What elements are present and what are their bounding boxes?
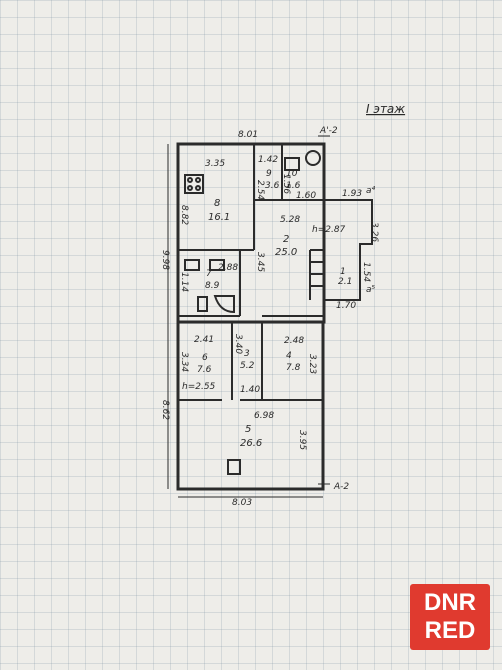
- room-10-dim-b: 1.60: [296, 191, 316, 201]
- room-2-dim-a: 5.28: [280, 215, 300, 225]
- room-9-number: 9: [266, 169, 272, 179]
- room-9-dim-a: 1.42: [258, 155, 278, 165]
- dim-porch-top: 1.93: [342, 189, 362, 199]
- interior-walls: [178, 144, 324, 475]
- room-4-dim-a: 2.48: [284, 336, 304, 346]
- room-4-area: 7.8: [286, 363, 301, 373]
- dim-left-lower: 8.62: [160, 400, 170, 420]
- room-4-number: 4: [286, 351, 292, 361]
- room-6-number: 6: [202, 353, 208, 363]
- dim-porch-side: 3.26: [369, 222, 379, 242]
- room-8-number: 8: [214, 198, 220, 209]
- room-9-dim-b: 2.54: [255, 180, 265, 200]
- room-1-number: 1: [340, 267, 346, 277]
- room-2-height: h=2.87: [312, 225, 346, 235]
- room-8-dim-a: 3.35: [205, 159, 225, 169]
- room-2-dim-b: 3.45: [255, 252, 265, 272]
- room-7-dim-a: 2.88: [218, 263, 238, 273]
- room-1-dim-b: 1.70: [336, 301, 356, 311]
- room-3-dim-b: 3.40: [233, 334, 243, 354]
- dim-top-width: 8.01: [238, 130, 258, 140]
- room-5-area: 26.6: [240, 438, 262, 449]
- room-5-number: 5: [245, 424, 251, 435]
- room-3-number: 3: [244, 349, 250, 359]
- mark-a4: a⁴: [366, 186, 376, 196]
- room-6-height: h=2.55: [182, 382, 216, 392]
- section-mark-top: A'-2: [319, 126, 338, 136]
- dim-bottom-width: 8.03: [232, 498, 252, 508]
- dim-left-upper: 9.98: [160, 250, 170, 270]
- room-10-number: 10: [286, 169, 298, 179]
- floor-title: I этаж: [366, 102, 405, 116]
- outer-walls: [176, 142, 373, 491]
- section-mark-bottom: A-2: [333, 482, 349, 492]
- watermark-line2: RED: [424, 617, 476, 644]
- room-1-area: 2.1: [338, 277, 352, 287]
- room-6-area: 7.6: [197, 365, 212, 375]
- room-5-dim-a: 6.98: [254, 411, 274, 421]
- room-9-area: 3.6: [265, 181, 280, 191]
- room-6-dim-a: 2.41: [194, 335, 214, 345]
- room-2-area: 25.0: [275, 247, 297, 258]
- mark-a5: a⁵: [366, 285, 376, 295]
- room-7-area: 8.9: [205, 281, 220, 291]
- room-3-area: 5.2: [240, 361, 255, 371]
- room-1-dim-a: 1.54: [361, 262, 371, 282]
- room-7-number: 7: [206, 269, 212, 279]
- room-10-dim-a: 1.56: [281, 174, 291, 194]
- room-4-dim-b: 3.23: [307, 354, 317, 374]
- watermark-logo: DNR RED: [410, 584, 490, 650]
- room-6-dim-b: 3.34: [179, 352, 189, 372]
- room-2-number: 2: [283, 234, 289, 245]
- section-lines: [167, 135, 330, 498]
- watermark-line1: DNR: [424, 589, 476, 616]
- room-8-dim-b: 8.82: [179, 205, 189, 225]
- room-5-dim-b: 3.95: [297, 430, 307, 450]
- room-10-area: 1.6: [286, 181, 301, 191]
- room-8-area: 16.1: [208, 212, 230, 223]
- room-7-dim-b: 1.14: [179, 272, 189, 292]
- room-3-dim-a: 1.40: [240, 385, 260, 395]
